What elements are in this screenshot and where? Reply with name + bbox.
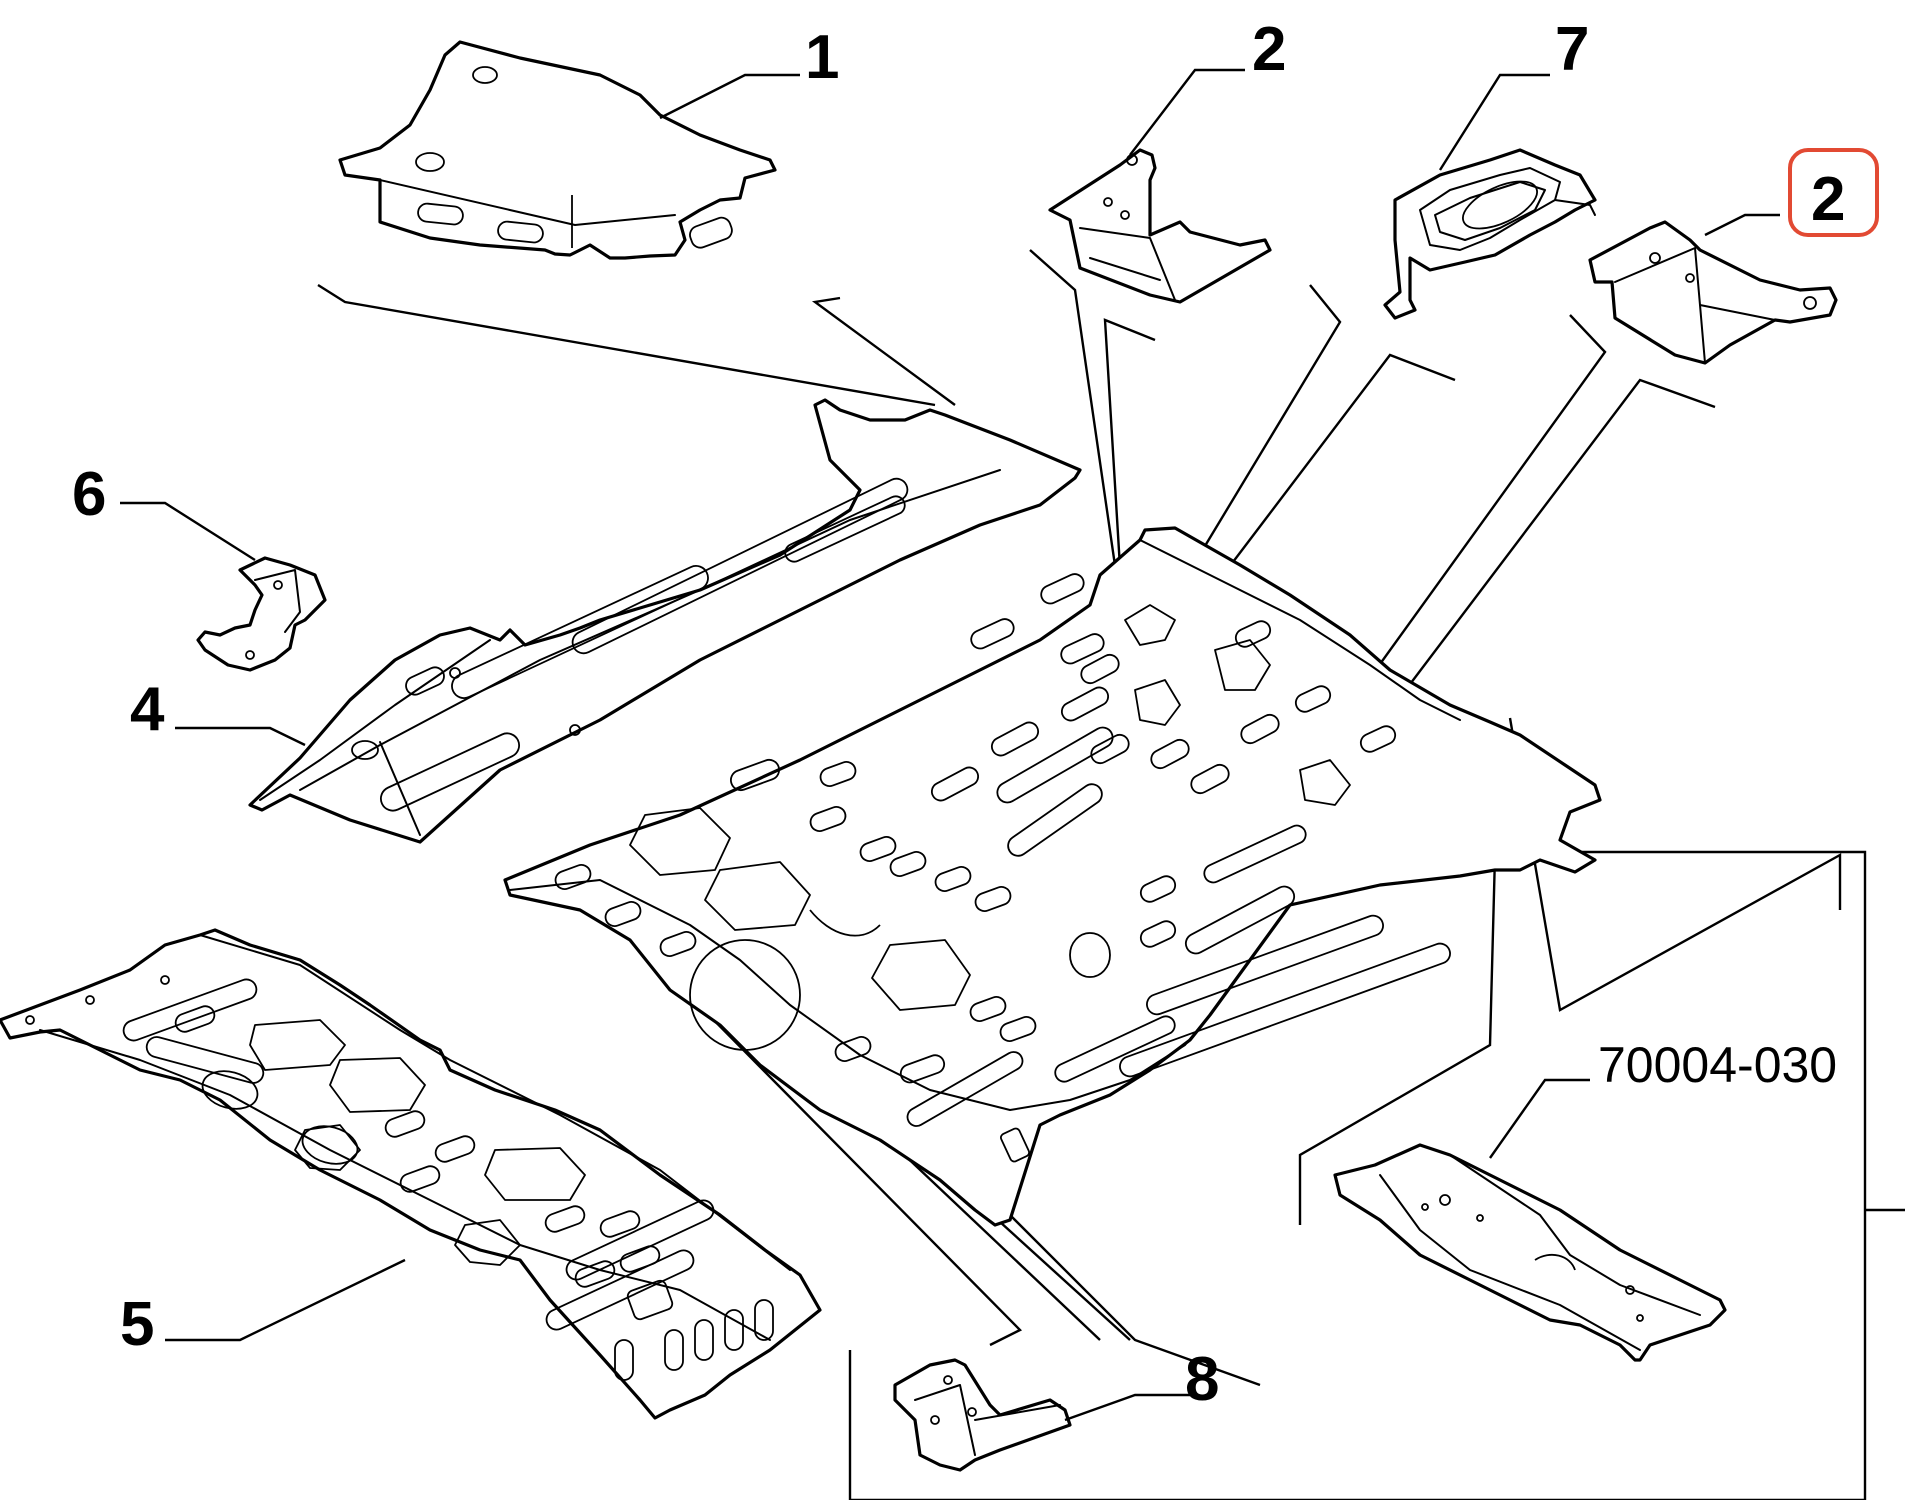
part-4-crossmember[interactable]	[248, 398, 1082, 844]
callout-label-6: 6	[72, 460, 106, 529]
callout-label-4: 4	[130, 675, 165, 744]
callout-5[interactable]: 5	[120, 1258, 406, 1359]
callout-1[interactable]: 1	[659, 23, 839, 120]
callout-7[interactable]: 7	[1438, 15, 1589, 171]
part-number-label: 70004-030	[1598, 1037, 1837, 1093]
part-6-bracket[interactable]	[196, 556, 327, 672]
callout-label-7: 7	[1555, 15, 1589, 84]
main-floor-panel[interactable]	[503, 526, 1602, 1227]
callout-2b[interactable]: 2	[1704, 148, 1879, 237]
part-7-bracket[interactable]	[1383, 148, 1597, 320]
callout-8[interactable]: 8	[1064, 1345, 1219, 1422]
callout-label-8: 8	[1185, 1345, 1219, 1414]
callout-label-2b: 2	[1811, 165, 1845, 234]
callout-label-2a: 2	[1252, 15, 1286, 84]
floor-small-slots	[554, 573, 1397, 1163]
part-70004-030-rail[interactable]	[1333, 1143, 1727, 1362]
part-2-bracket-b[interactable]	[1588, 220, 1838, 365]
callout-2b-highlight-box	[1788, 148, 1879, 237]
callout-2a[interactable]: 2	[1129, 15, 1286, 156]
part-2-bracket-a[interactable]	[1048, 148, 1272, 304]
part-5-rear-floor[interactable]	[0, 928, 822, 1420]
part-1-bracket[interactable]	[338, 40, 777, 260]
callout-4[interactable]: 4	[130, 675, 306, 747]
callout-6[interactable]: 6	[72, 460, 256, 562]
callout-70004-030[interactable]: 70004-030	[1489, 1037, 1837, 1159]
callout-label-1: 1	[805, 23, 839, 92]
part-8-bracket[interactable]	[893, 1358, 1072, 1472]
callout-label-5: 5	[120, 1290, 154, 1359]
